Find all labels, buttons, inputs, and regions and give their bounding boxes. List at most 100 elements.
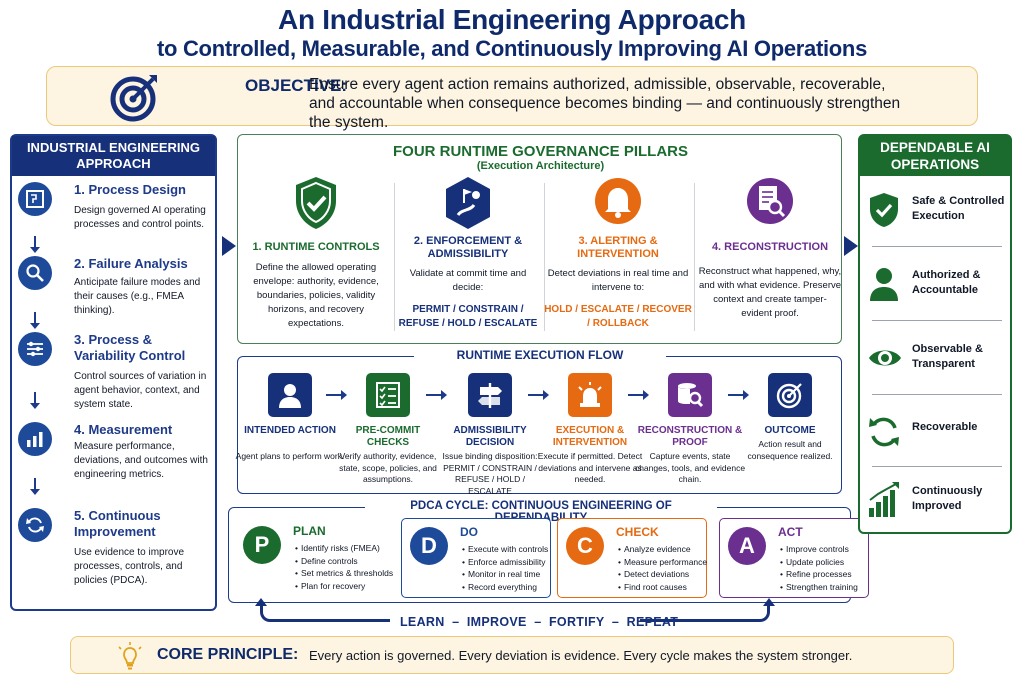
objective-label: OBJECTIVE: — [245, 76, 348, 95]
pillar-runtime-controls: 1. RUNTIME CONTROLS Define the allowed o… — [242, 175, 390, 335]
enforcement-icon — [444, 175, 492, 236]
shield-check-icon — [868, 192, 900, 233]
outcome-label: Recoverable — [912, 421, 978, 433]
arrow-to-pillars — [222, 236, 236, 256]
pillars-subtitle: (Execution Architecture) — [476, 160, 605, 172]
main-subtitle: to Controlled, Measurable, and Continuou… — [156, 36, 868, 61]
step-title: 2. Failure Analysis — [74, 256, 188, 271]
do-head: DO — [460, 525, 478, 539]
pillar-codes: PERMIT / CONSTRAIN / REFUSE / HOLD / ESC… — [398, 304, 538, 329]
list-item: Strengthen training — [780, 581, 858, 594]
flow-step-desc: Execute if permitted. Detect deviations … — [537, 451, 643, 484]
list-item: Update policies — [780, 556, 858, 569]
process-design-icon — [18, 182, 52, 216]
outcome-item: Safe & Controlled Execution — [868, 180, 1006, 240]
flow-arrow — [728, 390, 749, 400]
flow-title: RUNTIME EXECUTION FLOW — [414, 348, 666, 362]
check-head: CHECK — [616, 525, 659, 539]
flow-step-desc: Action result and consequence realized. — [747, 439, 833, 461]
person-icon — [268, 373, 312, 417]
pdca-loop-label: LEARN – IMPROVE – FORTIFY – REPEAT — [400, 615, 679, 629]
divider — [872, 394, 1002, 395]
flow-step-desc: Verify authority, evidence, state, scope… — [339, 451, 437, 484]
growth-chart-icon — [868, 482, 900, 523]
step-title: 3. Process & Variability Control — [74, 332, 186, 363]
do-letter: D — [410, 527, 448, 565]
list-item: Define controls — [295, 555, 393, 568]
check-list: Analyze evidence Measure performance Det… — [618, 543, 707, 593]
list-item: Detect deviations — [618, 568, 707, 581]
outcomes-panel: DEPENDABLE AI OPERATIONS Safe & Controll… — [858, 134, 1012, 534]
pillar-codes: HOLD / ESCALATE / RECOVER / ROLLBACK — [544, 304, 692, 329]
core-principle-label: CORE PRINCIPLE: — [157, 646, 299, 663]
flow-step-desc: Issue binding disposition: PERMIT / CONS… — [442, 451, 538, 496]
pillars-title: FOUR RUNTIME GOVERNANCE PILLARS — [392, 143, 688, 160]
pillar-title: 4. RECONSTRUCTION — [711, 241, 829, 253]
divider — [872, 466, 1002, 467]
list-item: Refine processes — [780, 568, 858, 581]
sliders-icon — [18, 332, 52, 366]
pillar-desc: Validate at commit time and decide: — [409, 268, 527, 293]
objective-text: Ensure every agent action remains author… — [309, 76, 901, 131]
flow-arrow — [426, 390, 447, 400]
outcome-label: Safe & Controlled Execution — [912, 195, 1005, 222]
pdca-cycle: PDCA CYCLE: CONTINUOUS ENGINEERING OF DE… — [228, 500, 869, 603]
step-title: 1. Process Design — [74, 182, 186, 197]
loop-arrow-right — [640, 598, 775, 622]
flow-step-title: ADMISSIBILITY DECISION — [453, 425, 527, 448]
flow-step-title: OUTCOME — [764, 425, 816, 436]
bar-chart-icon — [18, 422, 52, 456]
flow-step-desc: Capture events, state changes, tools, an… — [634, 451, 746, 484]
step-desc: Measure performance, deviations, and out… — [74, 441, 208, 480]
pdca-act: A ACT Improve controls Update policies R… — [719, 518, 869, 598]
outcome-item: Authorized & Accountable — [868, 254, 1006, 314]
down-arrow — [30, 236, 40, 253]
divider — [872, 320, 1002, 321]
pillar-desc: Reconstruct what happened, why, and with… — [698, 266, 842, 319]
flow-arrow — [628, 390, 649, 400]
lightbulb-icon — [115, 641, 145, 676]
flow-step-title: INTENDED ACTION — [244, 425, 336, 436]
cycle-icon — [18, 508, 52, 542]
core-principle-text: Every action is governed. Every deviatio… — [309, 648, 853, 663]
act-head: ACT — [778, 525, 803, 539]
down-arrow — [30, 312, 40, 329]
pillar-desc: Detect deviations in real time and inter… — [547, 268, 689, 293]
document-search-icon — [746, 175, 794, 236]
outcome-item: Observable & Transparent — [868, 328, 1006, 388]
outcome-item: Recoverable — [868, 402, 1006, 462]
alarm-icon — [568, 373, 612, 417]
main-title: An Industrial Engineering Approach — [278, 4, 746, 35]
arrow-to-outcomes — [844, 236, 858, 256]
flow-step-title: RECONSTRUCTION & PROOF — [637, 425, 743, 448]
plan-list: Identify risks (FMEA) Define controls Se… — [295, 542, 393, 592]
outcome-item: Continuously Improved — [868, 470, 1006, 530]
step-title: 4. Measurement — [74, 422, 173, 437]
list-item: Set metrics & thresholds — [295, 567, 393, 580]
list-item: Monitor in real time — [462, 568, 548, 581]
pdca-do: D DO Execute with controls Enforce admis… — [401, 518, 551, 598]
flow-step-title: EXECUTION & INTERVENTION — [552, 425, 628, 448]
magnifier-icon — [18, 256, 52, 290]
divider — [872, 246, 1002, 247]
pillar-title: 2. ENFORCEMENT & ADMISSIBILITY — [413, 235, 523, 260]
pillar-desc: Define the allowed operating envelope: a… — [253, 262, 379, 329]
flow-arrow — [528, 390, 549, 400]
list-item: Execute with controls — [462, 543, 548, 556]
pillar-title: 1. RUNTIME CONTROLS — [252, 241, 380, 253]
runtime-execution-flow: RUNTIME EXECUTION FLOW INTENDED ACTION A… — [236, 348, 842, 496]
step-desc: Anticipate failure modes and their cause… — [74, 277, 201, 316]
divider — [394, 183, 395, 331]
flow-step-title: PRE-COMMIT CHECKS — [355, 425, 421, 448]
pdca-check: C CHECK Analyze evidence Measure perform… — [557, 518, 707, 598]
loop-arrow-left — [255, 598, 390, 622]
list-item: Record everything — [462, 581, 548, 594]
flow-arrow — [326, 390, 347, 400]
pdca-plan: P PLAN Identify risks (FMEA) Define cont… — [235, 518, 393, 598]
divider — [544, 183, 545, 331]
list-item: Plan for recovery — [295, 580, 393, 593]
shield-check-icon — [292, 175, 340, 236]
act-list: Improve controls Update policies Refine … — [780, 543, 858, 593]
step-desc: Use evidence to improve processes, contr… — [74, 547, 185, 586]
pillar-alerting: 3. ALERTING & INTERVENTION Detect deviat… — [544, 175, 692, 335]
